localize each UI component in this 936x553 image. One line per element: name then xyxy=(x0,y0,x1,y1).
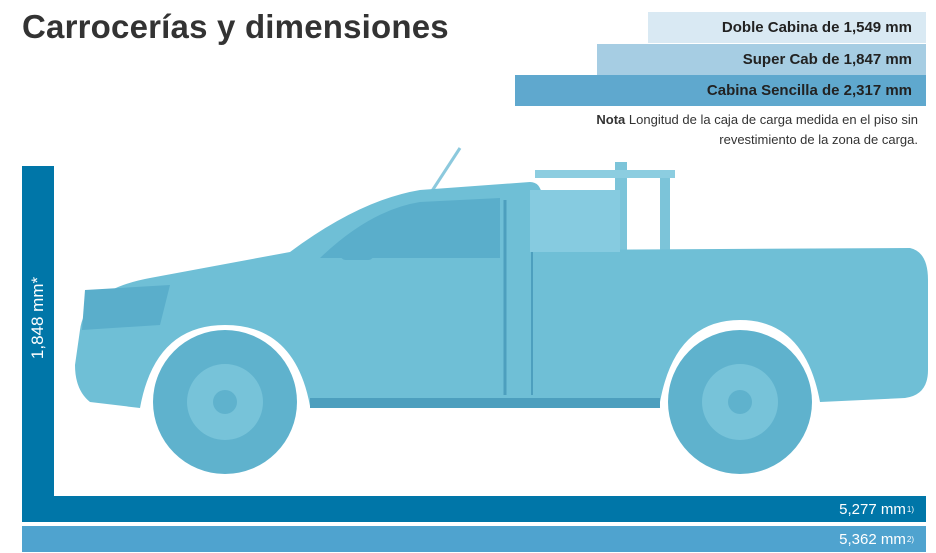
page-title: Carrocerías y dimensiones xyxy=(22,8,449,45)
rack-bar xyxy=(535,170,675,178)
height-dimension-bar xyxy=(22,166,54,496)
cab-length-label: Cabina Sencilla de 2,317 mm xyxy=(706,82,912,99)
cab-length-double-cab: Doble Cabina de 1,549 mm xyxy=(648,12,926,43)
note-label: Nota xyxy=(596,112,626,127)
side-step xyxy=(310,398,660,408)
cab-length-super-cab: Super Cab de 1,847 mm xyxy=(597,44,926,75)
height-dimension-label: 1,848 mm* xyxy=(28,276,47,360)
cab-length-single-cab: Cabina Sencilla de 2,317 mm xyxy=(515,75,926,106)
window xyxy=(530,190,620,252)
note: Nota Longitud de la caja de carga medida… xyxy=(558,110,918,150)
wheel-center xyxy=(213,390,237,414)
pickup-truck-illustration xyxy=(75,147,928,474)
rack-post xyxy=(660,170,670,270)
cab-length-label: Super Cab de 1,847 mm xyxy=(742,51,912,68)
length-footnote: 2) xyxy=(906,534,914,544)
cab-length-label: Doble Cabina de 1,549 mm xyxy=(721,19,912,36)
length-footnote: 1) xyxy=(906,504,914,514)
length-value: 5,362 mm xyxy=(839,530,906,548)
length-value: 5,277 mm xyxy=(839,500,906,518)
grille xyxy=(82,285,170,330)
wheel-center xyxy=(728,390,752,414)
mirror xyxy=(340,238,374,260)
note-text: Longitud de la caja de carga medida en e… xyxy=(628,112,918,147)
truck-body xyxy=(75,182,928,408)
